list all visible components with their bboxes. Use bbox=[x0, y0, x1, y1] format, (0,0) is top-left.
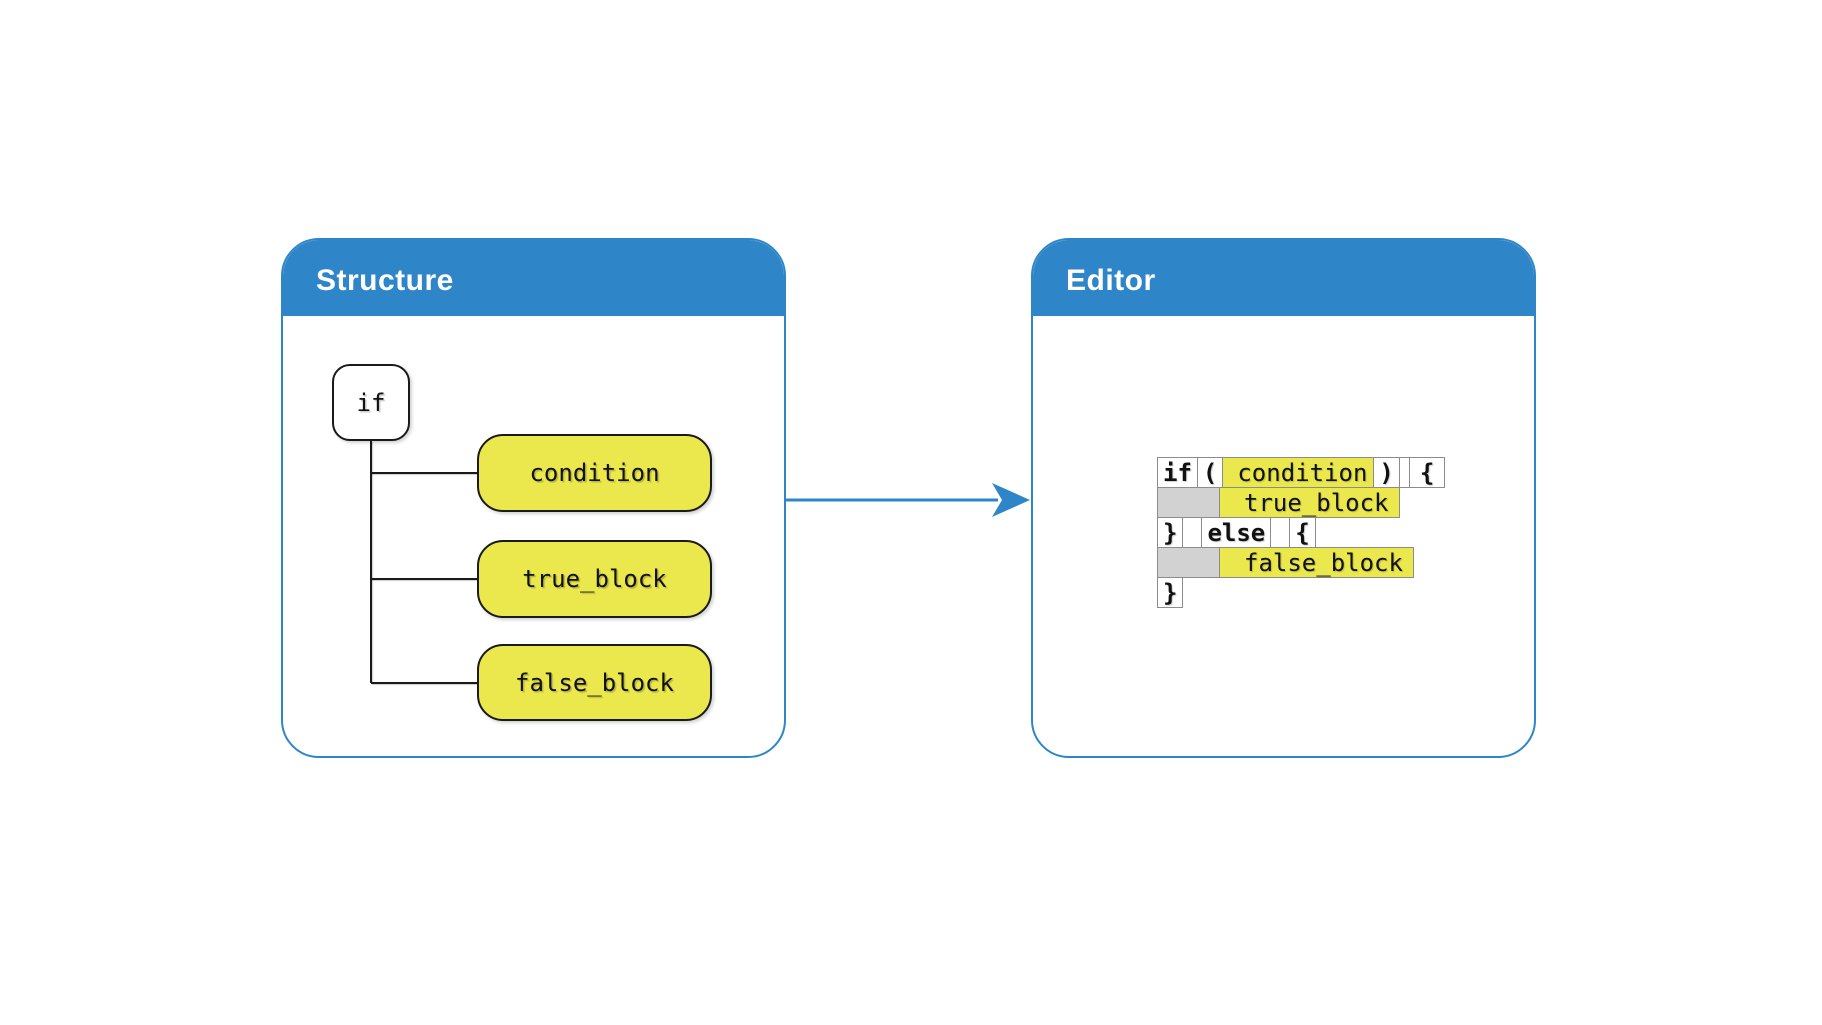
code-block: if ( condition ) { true_block } else { f… bbox=[1157, 457, 1446, 608]
code-cell-spacer bbox=[1182, 517, 1203, 548]
editor-panel-title: Editor bbox=[1066, 264, 1156, 297]
structure-panel-header: Structure bbox=[283, 240, 784, 316]
code-cell-indent bbox=[1157, 487, 1220, 518]
code-cell-else: else bbox=[1201, 517, 1272, 548]
code-line-3: } else { bbox=[1157, 517, 1445, 548]
structure-panel-title: Structure bbox=[316, 264, 454, 297]
tree-node-false-block: false_block bbox=[477, 644, 712, 721]
tree-connector-branch-false-block bbox=[371, 682, 477, 684]
code-cell-close-brace: } bbox=[1157, 517, 1184, 548]
structure-panel: Structure if condition true_block false_… bbox=[281, 238, 786, 758]
tree-connector-branch-condition bbox=[371, 472, 477, 474]
code-cell-spacer bbox=[1270, 517, 1291, 548]
code-cell-open-paren: ( bbox=[1196, 457, 1224, 488]
tree-node-if: if bbox=[332, 364, 410, 441]
code-cell-false-block: false_block bbox=[1219, 547, 1414, 578]
tree-node-condition: condition bbox=[477, 434, 712, 512]
code-line-4: false_block bbox=[1157, 547, 1445, 578]
code-line-5: } bbox=[1157, 577, 1445, 608]
tree-connector-branch-true-block bbox=[371, 578, 477, 580]
structure-to-editor-arrow-icon bbox=[786, 483, 1030, 517]
editor-panel-header: Editor bbox=[1033, 240, 1534, 316]
editor-panel: Editor if ( condition ) { true_block } e… bbox=[1031, 238, 1536, 758]
code-cell-true-block: true_block bbox=[1219, 487, 1400, 518]
code-cell-open-brace: { bbox=[1408, 457, 1446, 488]
tree-node-true-block: true_block bbox=[477, 540, 712, 618]
code-line-2: true_block bbox=[1157, 487, 1445, 518]
code-cell-indent bbox=[1157, 547, 1220, 578]
tree-connector-trunk bbox=[370, 441, 372, 683]
code-cell-close-brace: } bbox=[1157, 577, 1184, 608]
code-line-1: if ( condition ) { bbox=[1157, 457, 1446, 488]
code-cell-condition: condition bbox=[1222, 457, 1375, 488]
code-cell-if: if bbox=[1157, 457, 1198, 488]
code-cell-open-brace: { bbox=[1289, 517, 1316, 548]
code-cell-close-paren: ) bbox=[1373, 457, 1400, 488]
